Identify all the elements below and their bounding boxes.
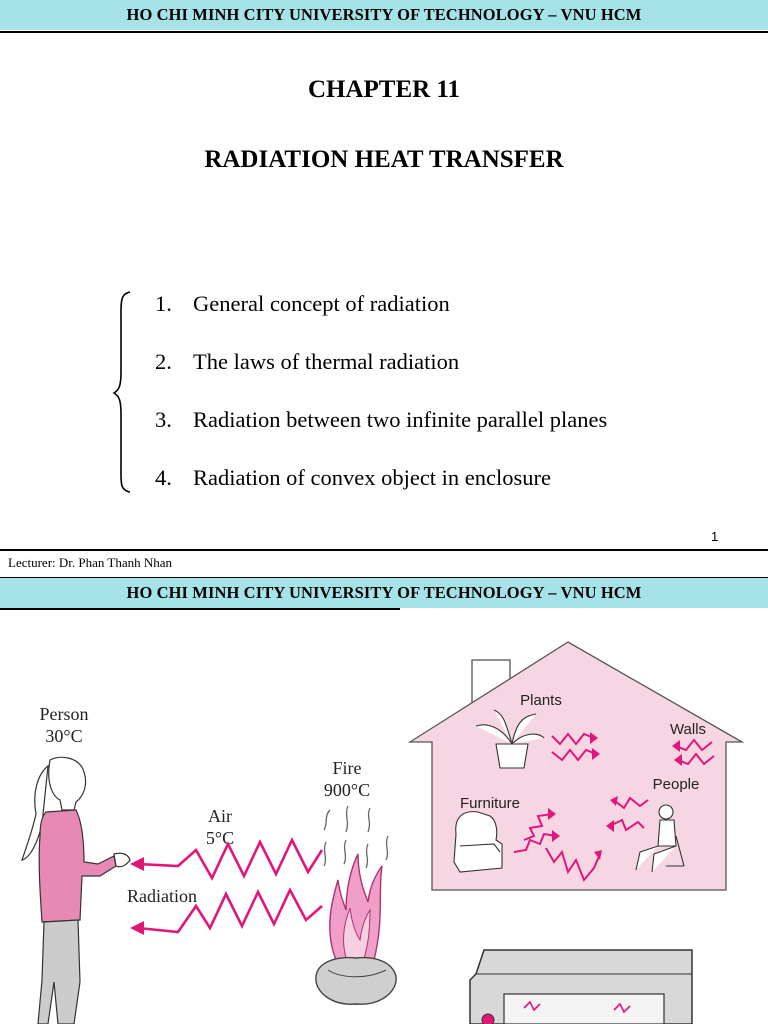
lecturer-footer: Lecturer: Dr. Phan Thanh Nhan [8, 555, 173, 570]
slide2-header-band: HO CHI MINH CITY UNIVERSITY OF TECHNOLOG… [0, 578, 768, 608]
slide1-header-band: HO CHI MINH CITY UNIVERSITY OF TECHNOLOG… [0, 0, 768, 30]
slide2-header-rule [0, 608, 400, 610]
slide2-header-text: HO CHI MINH CITY UNIVERSITY OF TECHNOLOG… [126, 583, 642, 602]
slide1-header-text: HO CHI MINH CITY UNIVERSITY OF TECHNOLOG… [126, 5, 642, 24]
slide-divider [0, 549, 768, 551]
furniture-label: Furniture [459, 795, 521, 812]
toc-item-3: 3.Radiation between two infinite paralle… [155, 407, 608, 432]
house-illustration [407, 641, 745, 891]
oven-illustration [469, 949, 693, 1024]
fire-illustration [315, 805, 397, 1005]
radiation-arrows [130, 837, 324, 935]
plants-label: Plants [520, 692, 562, 709]
toc-item-4: 4.Radiation of convex object in enclosur… [155, 465, 552, 490]
fire-label: Fire 900°C [323, 758, 371, 800]
page-number: 1 [711, 529, 719, 544]
chapter-title: RADIATION HEAT TRANSFER [204, 146, 564, 173]
chapter-heading: CHAPTER 11 [307, 76, 461, 103]
toc-item-2: 2.The laws of thermal radiation [155, 349, 460, 374]
radiation-label: Radiation [127, 886, 197, 906]
walls-label: Walls [669, 721, 707, 738]
people-label: People [652, 776, 700, 793]
toc-item-1: 1.General concept of radiation [155, 291, 450, 316]
brace-icon [112, 291, 131, 493]
slide1-header-rule [0, 31, 768, 33]
person-illustration [21, 756, 131, 1024]
air-label: Air 5°C [205, 806, 235, 848]
person-label: Person 30°C [39, 704, 89, 746]
